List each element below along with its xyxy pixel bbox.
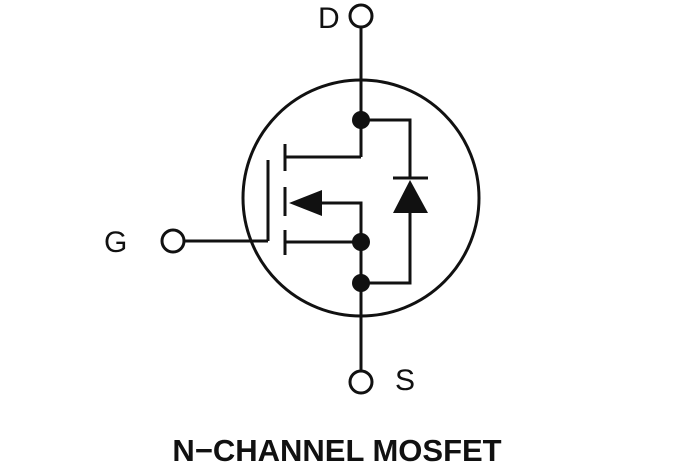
source-label: S [395,364,415,397]
drain-terminal [348,3,374,29]
diode-icon [393,180,428,213]
gate-terminal [160,228,186,254]
body-arrow-icon [289,190,322,216]
body-connection [312,201,363,242]
gate-label: G [104,226,127,259]
diode-wire-bottom [361,213,412,285]
diagram-title: N−CHANNEL MOSFET [172,433,501,468]
source-terminal [348,369,374,395]
diode-wire-top [361,118,412,178]
source-junction-dot [352,233,370,251]
drain-label: D [318,2,340,35]
